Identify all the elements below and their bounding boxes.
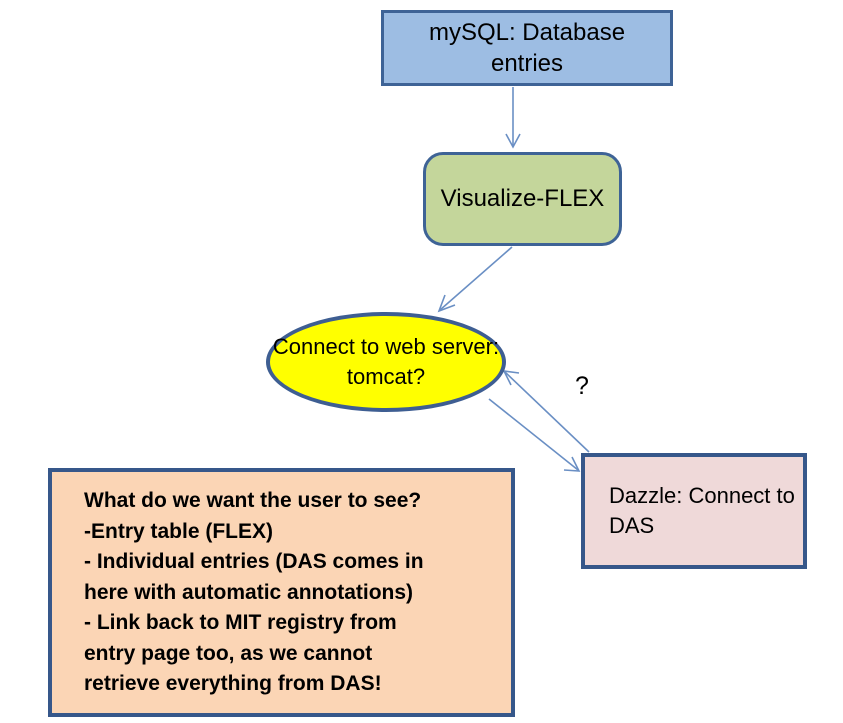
connector-flex-to-tomcat [437, 246, 513, 313]
node-mysql-database[interactable]: mySQL: Database entries [381, 10, 673, 86]
node-visualize-flex[interactable]: Visualize-FLEX [423, 152, 622, 246]
connector-tomcat-to-dazzle [488, 398, 581, 472]
node-connect-to-web-server-tomcat[interactable]: Connect to web server: tomcat? [266, 312, 506, 412]
question-mark-annotation: ? [575, 372, 589, 400]
node-tomcat-label: Connect to web server: tomcat? [272, 334, 500, 389]
node-visualize-flex-label: Visualize-FLEX [440, 185, 605, 212]
node-mysql-label: mySQL: Database entries [428, 19, 626, 77]
connector-mysql-to-flex [505, 87, 521, 149]
node-dazzle-label: Dazzle: Connect to DAS [609, 483, 795, 538]
node-user-requirements-notes[interactable]: What do we want the user to see? -Entry … [48, 468, 515, 717]
node-dazzle-connect-to-das[interactable]: Dazzle: Connect to DAS [581, 453, 807, 569]
notes-text: What do we want the user to see? -Entry … [84, 489, 424, 695]
